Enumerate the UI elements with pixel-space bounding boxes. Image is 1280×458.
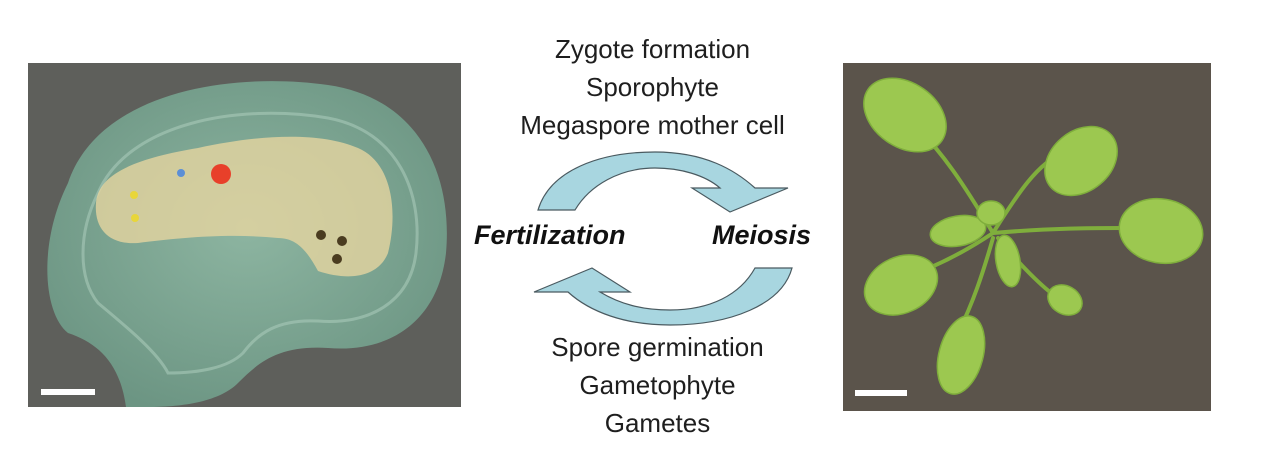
synergid-cell — [130, 191, 138, 199]
petiole — [991, 226, 1125, 235]
life-cycle-arrows — [533, 151, 793, 326]
label-gametes: Gametes — [604, 408, 711, 438]
synergid-cell — [131, 214, 139, 222]
label-gametophyte: Gametophyte — [579, 370, 736, 400]
polar-nucleus — [177, 169, 185, 177]
arrow-top — [537, 151, 789, 213]
leaf — [994, 234, 1022, 288]
label-sporophyte: Sporophyte — [586, 72, 719, 102]
embryo-sac — [95, 136, 393, 277]
egg-cell — [211, 164, 231, 184]
label-meiosis: Meiosis — [712, 220, 812, 250]
antipodal-cell — [337, 236, 347, 246]
leaf — [1118, 197, 1204, 265]
antipodal-cell — [316, 230, 326, 240]
arrow-bottom — [533, 267, 793, 326]
scale-bar — [855, 390, 907, 396]
label-spore-germination: Spore germination — [551, 332, 764, 362]
leaf — [863, 254, 939, 316]
leaf — [936, 315, 986, 395]
leaf — [929, 214, 987, 248]
ovule-integument — [81, 111, 419, 375]
rosette-illustration — [843, 63, 1211, 411]
label-megaspore-mother-cell: Megaspore mother cell — [520, 110, 785, 140]
leaf — [1044, 125, 1118, 197]
plant-photo — [843, 63, 1211, 411]
leaf — [863, 77, 947, 153]
label-zygote-formation: Zygote formation — [554, 34, 751, 64]
ovule-illustration — [28, 63, 461, 407]
ovule-micrograph — [28, 63, 461, 407]
sporophyte-stage-labels: Zygote formation Sporophyte Megaspore mo… — [460, 30, 845, 144]
scale-bar — [41, 389, 95, 395]
gametophyte-stage-labels: Spore germination Gametophyte Gametes — [460, 328, 855, 442]
leaf — [1047, 284, 1083, 316]
antipodal-cell — [332, 254, 342, 264]
label-fertilization: Fertilization — [474, 220, 626, 250]
leaf — [976, 200, 1006, 226]
